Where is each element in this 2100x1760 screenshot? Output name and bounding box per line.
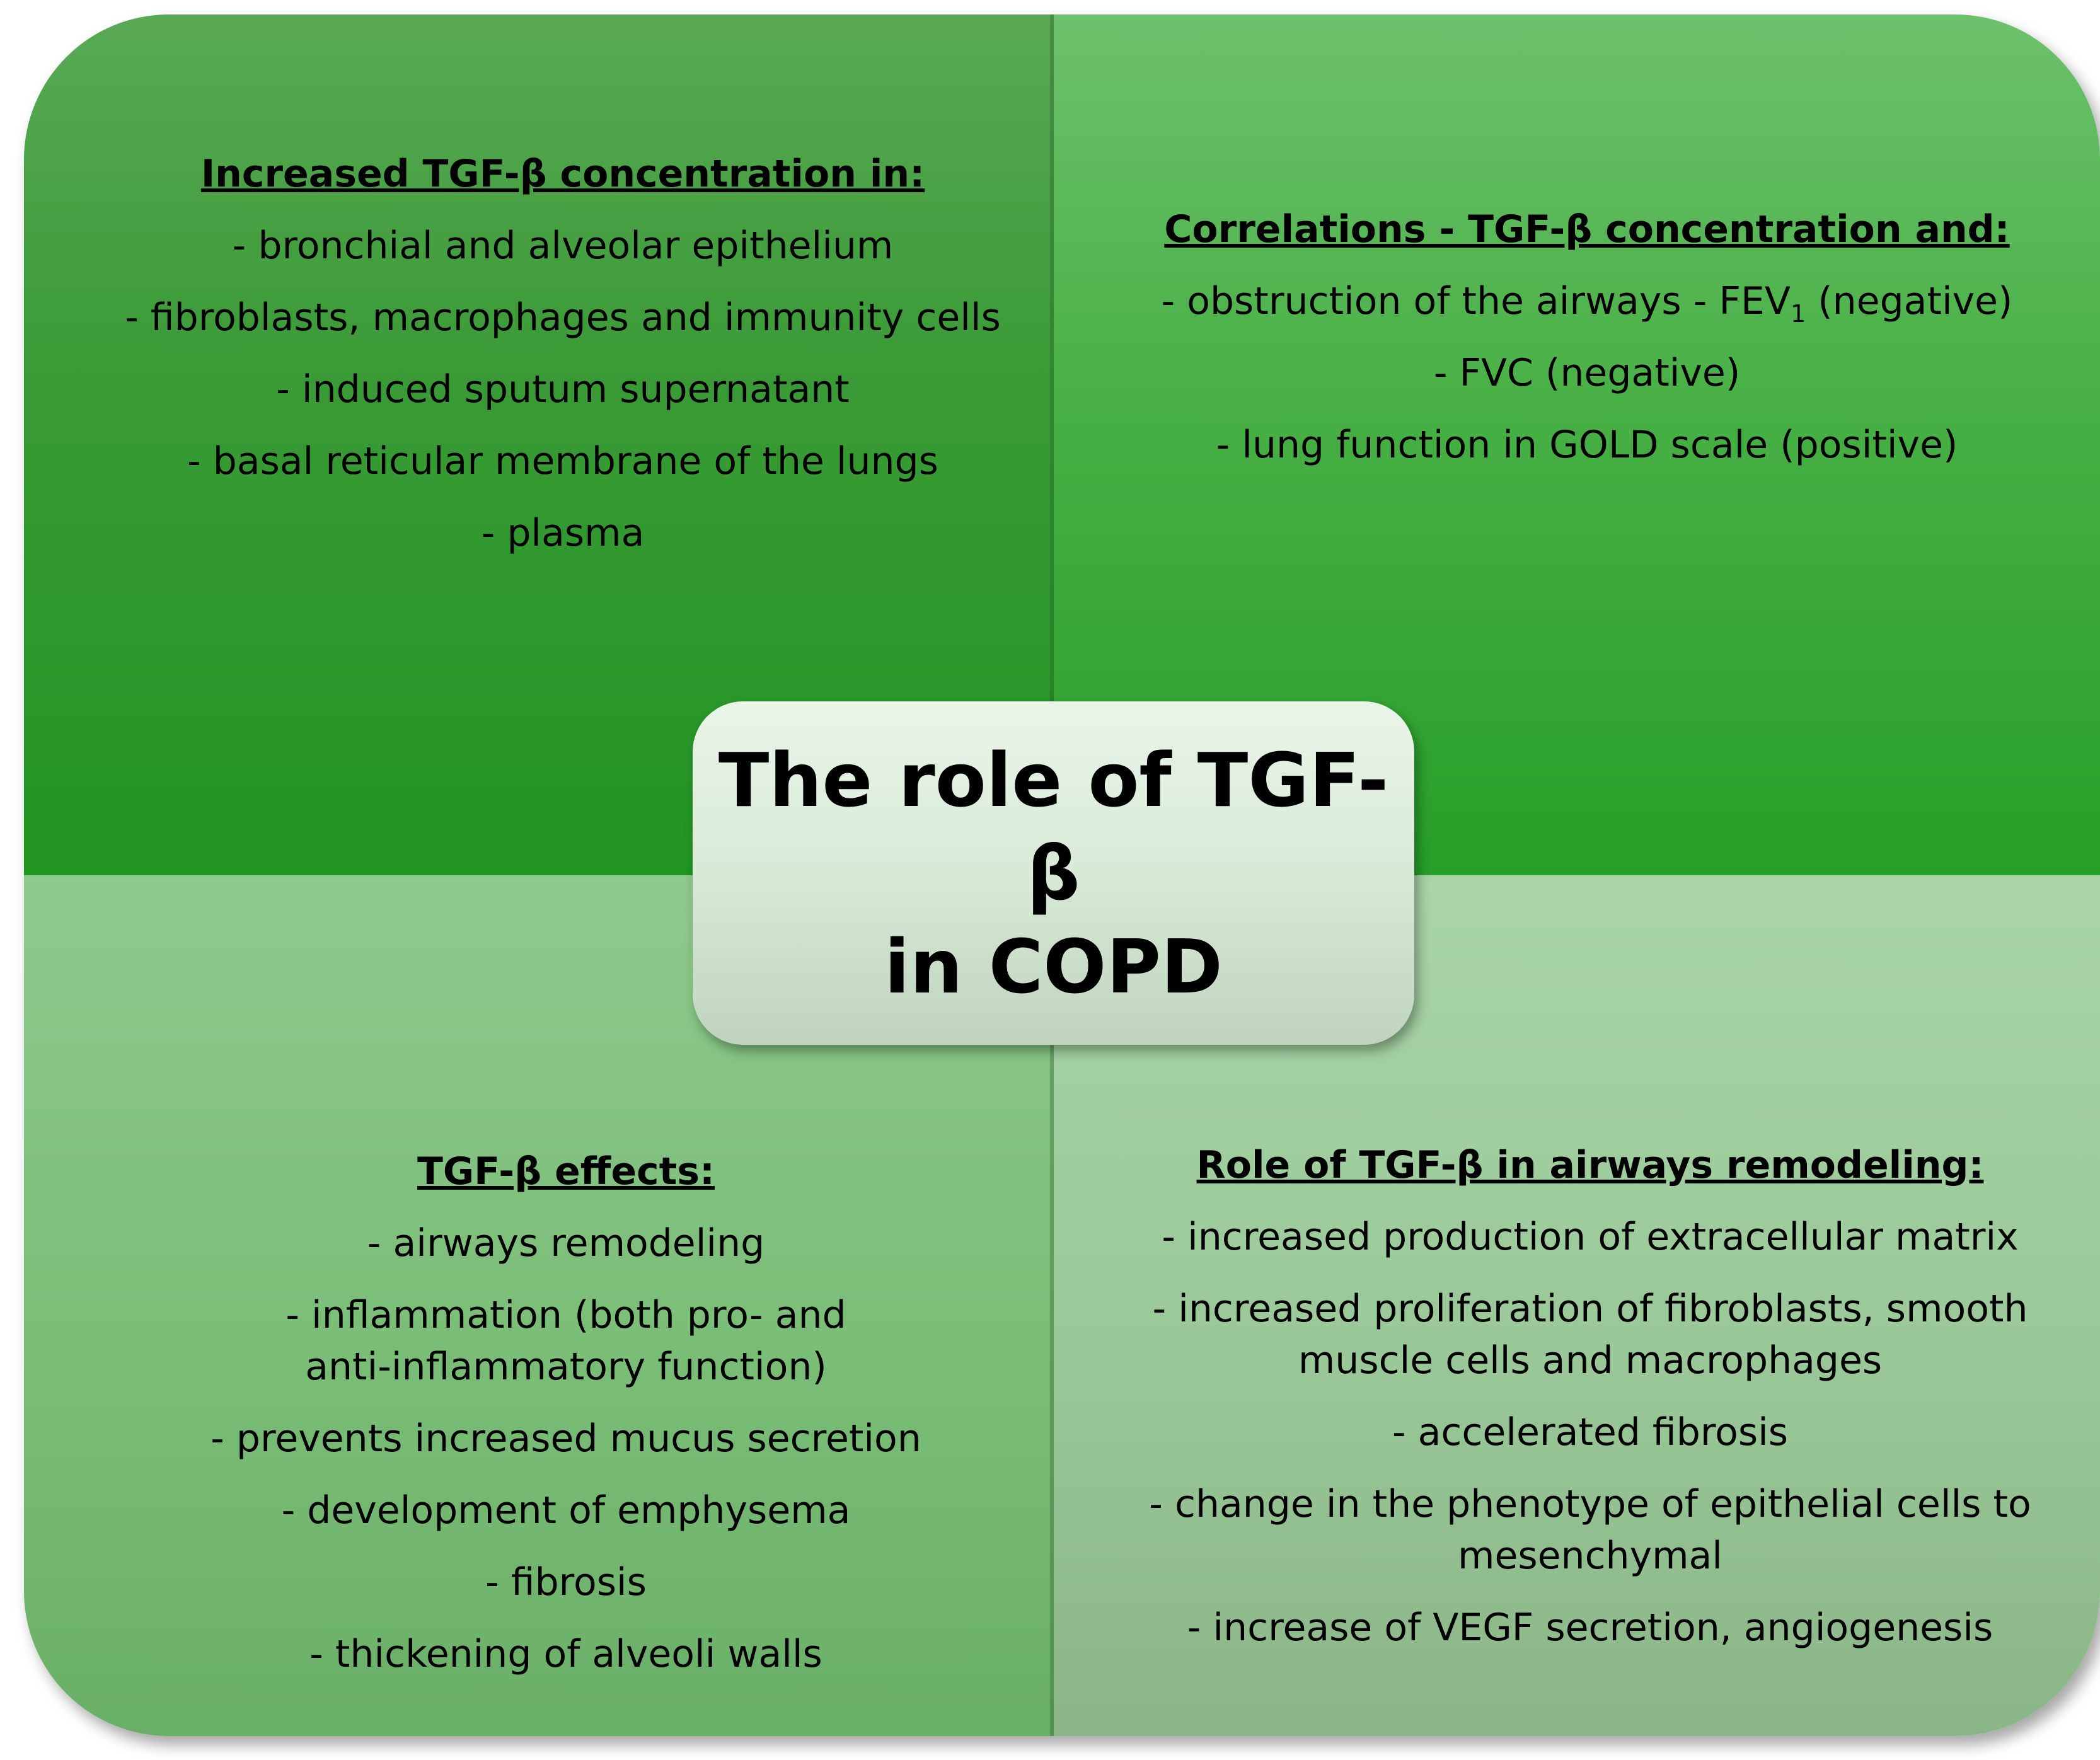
effects-item: - development of emphysema <box>281 1488 851 1533</box>
concentration-heading: Increased TGF-β concentration in: <box>200 152 925 196</box>
concentration-item: - induced sputum supernatant <box>276 367 850 411</box>
diagram-frame: Increased TGF-β concentration in: - bron… <box>24 14 2100 1736</box>
remodeling-heading: Role of TGF-β in airways remodeling: <box>1196 1143 1984 1187</box>
effects-item: - fibrosis <box>485 1560 647 1604</box>
correlations-heading: Correlations - TGF-β concentration and: <box>1164 207 2010 251</box>
center-title-line-2: in COPD <box>884 923 1223 1010</box>
center-title-line-1: The role of TGF-β <box>718 736 1389 917</box>
concentration-item: - bronchial and alveolar epithelium <box>232 224 894 268</box>
concentration-item: - plasma <box>481 511 645 555</box>
remodeling-item: - increased production of extracellular … <box>1162 1215 2019 1259</box>
fev-subscript: 1 <box>1790 300 1806 328</box>
effects-heading: TGF-β effects: <box>417 1149 715 1193</box>
correlations-item-text: - obstruction of the airways - FEV <box>1161 279 1791 323</box>
concentration-item: - basal reticular membrane of the lungs <box>187 439 938 483</box>
effects-item: - prevents increased mucus secretion <box>211 1417 921 1461</box>
center-title-box: The role of TGF-β in COPD <box>693 701 1414 1045</box>
concentration-item: - fibroblasts, macrophages and immunity … <box>125 296 1001 340</box>
remodeling-item: - increase of VEGF secretion, angiogenes… <box>1187 1606 1993 1650</box>
remodeling-item: - increased proliferation of fibroblasts… <box>1152 1287 2028 1383</box>
correlations-item: - obstruction of the airways - FEV1 (neg… <box>1095 275 2079 327</box>
effects-item: - airways remodeling <box>367 1221 765 1265</box>
correlations-item: - FVC (negative) <box>1433 351 1741 395</box>
effects-block: TGF-β effects: - airways remodeling - in… <box>74 1146 1058 1700</box>
remodeling-item: - accelerated fibrosis <box>1392 1410 1789 1454</box>
correlations-item-suffix: (negative) <box>1806 279 2013 323</box>
concentration-block: Increased TGF-β concentration in: - bron… <box>74 148 1051 579</box>
effects-item: - thickening of alveoli walls <box>309 1632 822 1676</box>
center-title: The role of TGF-β in COPD <box>707 733 1400 1013</box>
correlations-block: Correlations - TGF-β concentration and: … <box>1095 204 2079 491</box>
effects-item: - inflammation (both pro- and anti-infla… <box>286 1293 846 1389</box>
correlations-item: - lung function in GOLD scale (positive) <box>1216 423 1958 467</box>
remodeling-item: - change in the phenotype of epithelial … <box>1149 1482 2031 1578</box>
remodeling-block: Role of TGF-β in airways remodeling: - i… <box>1095 1139 2085 1674</box>
